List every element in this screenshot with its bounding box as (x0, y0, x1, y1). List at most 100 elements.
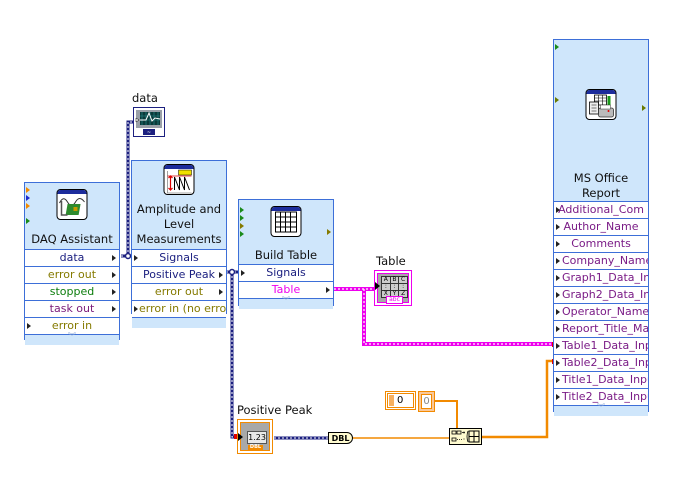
numeric-control[interactable]: 0 (385, 391, 416, 410)
terminal-stopped[interactable]: stopped (25, 283, 119, 300)
output-arrow-icon (326, 287, 330, 293)
terminal-label: Signals (159, 251, 199, 264)
input-pin-icon[interactable] (26, 218, 30, 224)
build-table-node[interactable]: Build Table Signals Table ︾ (238, 199, 334, 309)
terminal-operator-name[interactable]: Operator_Name (554, 303, 648, 320)
svg-text:~: ~ (147, 130, 151, 136)
terminal-label: Comments (571, 237, 631, 250)
terminal-title1-data-input[interactable]: Title1_Data_Inpu (554, 371, 648, 388)
table-cell: X (382, 290, 390, 297)
build-table-header: Build Table (239, 200, 333, 264)
build-table-icon (270, 206, 302, 237)
build-array-node[interactable] (449, 428, 482, 445)
terminal-table[interactable]: Table (239, 281, 333, 298)
terminal-error-in[interactable]: error in (no erroı (132, 300, 226, 317)
terminal-data[interactable]: data (25, 249, 119, 266)
terminal-company-name[interactable]: Company_Name (554, 252, 648, 269)
terminal-label: error in (no erroı (139, 302, 226, 315)
terminal-error-out[interactable]: error out (25, 266, 119, 283)
input-arrow-icon (375, 282, 380, 290)
wire-numeric[interactable] (353, 359, 556, 439)
dbl-conversion-node[interactable]: DBL (328, 432, 353, 444)
daq-assistant-title: DAQ Assistant (31, 232, 113, 246)
terminal-table1-data-input[interactable]: Table1_Data_Inp (554, 337, 648, 354)
ms-office-report-node[interactable]: MS Office Report Additional_Com Author_N… (553, 39, 649, 416)
numeric-constant[interactable]: 0 (418, 391, 435, 412)
terminal-label: Author_Name (563, 220, 639, 233)
dbl-conversion-label: DBL (331, 434, 350, 443)
waveform-graph-icon: ~ (135, 110, 162, 136)
amplitude-level-node[interactable]: Amplitude and Level Measurements Signals… (131, 160, 227, 328)
build-table-title: Build Table (254, 248, 318, 262)
input-pin-icon[interactable] (555, 44, 559, 50)
ms-office-report-header: MS Office Report (554, 40, 648, 201)
terminal-label: Positive Peak (142, 268, 216, 281)
output-arrow-icon (112, 255, 116, 261)
input-pin-icon[interactable] (26, 187, 30, 193)
output-arrow-icon (112, 306, 116, 312)
expand-handle[interactable]: ︾ (554, 403, 648, 416)
daq-assistant-header: DAQ Assistant (25, 183, 119, 249)
terminal-error-out[interactable]: error out (132, 283, 226, 300)
terminal-label: error out (47, 268, 97, 281)
terminal-label: error out (154, 285, 204, 298)
output-pin-icon[interactable] (642, 105, 646, 111)
input-pin-icon[interactable] (240, 215, 244, 221)
input-arrow-icon (134, 306, 138, 312)
terminal-graph1-data-input[interactable]: Graph1_Data_Inp (554, 269, 648, 286)
terminal-signals[interactable]: Signals (239, 264, 333, 281)
input-pin-icon[interactable] (240, 231, 244, 237)
terminal-additional-comments[interactable]: Additional_Com (554, 201, 648, 218)
output-arrow-icon (112, 272, 116, 278)
terminal-error-in[interactable]: error in (25, 317, 119, 334)
terminal-graph2-data-input[interactable]: Graph2_Data_Inp (554, 286, 648, 303)
positive-peak-label: Positive Peak (237, 403, 313, 417)
input-arrow-icon (556, 224, 560, 230)
input-pin-icon[interactable] (555, 97, 559, 103)
numeric-constant-value: 0 (423, 396, 430, 407)
daq-assistant-node[interactable]: DAQ Assistant data error out stopped tas… (24, 182, 120, 345)
data-graph-indicator[interactable]: ~ (133, 107, 165, 137)
table-cell: A (382, 276, 390, 283)
input-arrow-icon (556, 258, 560, 264)
amplitude-level-title-1: Amplitude and (136, 202, 222, 216)
expand-handle[interactable]: ︾ (239, 296, 333, 309)
terminal-label: Table1_Data_Inp (562, 339, 648, 352)
terminal-comments[interactable]: Comments (554, 235, 648, 252)
output-arrow-icon (219, 272, 223, 278)
increment-decrement-icon[interactable] (389, 395, 394, 406)
output-pin-icon[interactable] (327, 229, 331, 235)
input-arrow-icon (556, 394, 560, 400)
terminal-report-title[interactable]: Report_Title_Ma (554, 320, 648, 337)
terminal-author-name[interactable]: Author_Name (554, 218, 648, 235)
terminal-positive-peak[interactable]: Positive Peak (132, 266, 226, 283)
table-indicator[interactable]: A B C : : : X Y Z abc (374, 270, 412, 306)
chevron-down-icon: ︾ (68, 332, 76, 341)
input-pin-icon[interactable] (240, 207, 244, 213)
chevron-down-icon: ︾ (282, 296, 290, 305)
positive-peak-value: 1.23 (247, 431, 267, 444)
table-type-badge: abc (386, 296, 403, 304)
table-indicator-label: Table (376, 254, 406, 268)
expand-handle[interactable]: ︾ (25, 332, 119, 345)
terminal-task-out[interactable]: task out (25, 300, 119, 317)
terminal-table2-data-input[interactable]: Table2_Data_Inp (554, 354, 648, 371)
input-pin-icon[interactable] (26, 203, 30, 209)
input-pin-icon[interactable] (26, 195, 30, 201)
wire-positive-peak[interactable] (226, 268, 240, 440)
terminal-title2-data-input[interactable]: Title2_Data_Inpu (554, 388, 648, 405)
terminal-label: Company_Name (562, 254, 648, 267)
ms-office-report-icon (585, 89, 617, 120)
expand-handle[interactable] (132, 317, 226, 328)
input-arrow-icon (556, 360, 560, 366)
table-cell: : (390, 284, 399, 290)
terminal-label: Table2_Data_Inp (562, 356, 648, 369)
input-arrow-icon (238, 433, 243, 441)
positive-peak-indicator[interactable]: 1.23 DBL (237, 419, 273, 454)
input-pin-icon[interactable] (240, 223, 244, 229)
wire-table[interactable] (334, 287, 556, 347)
terminal-signals[interactable]: Signals (132, 249, 226, 266)
input-arrow-icon (27, 323, 31, 329)
terminal-label: Graph1_Data_Inp (562, 271, 648, 284)
dbl-type-badge: DBL (248, 444, 263, 450)
